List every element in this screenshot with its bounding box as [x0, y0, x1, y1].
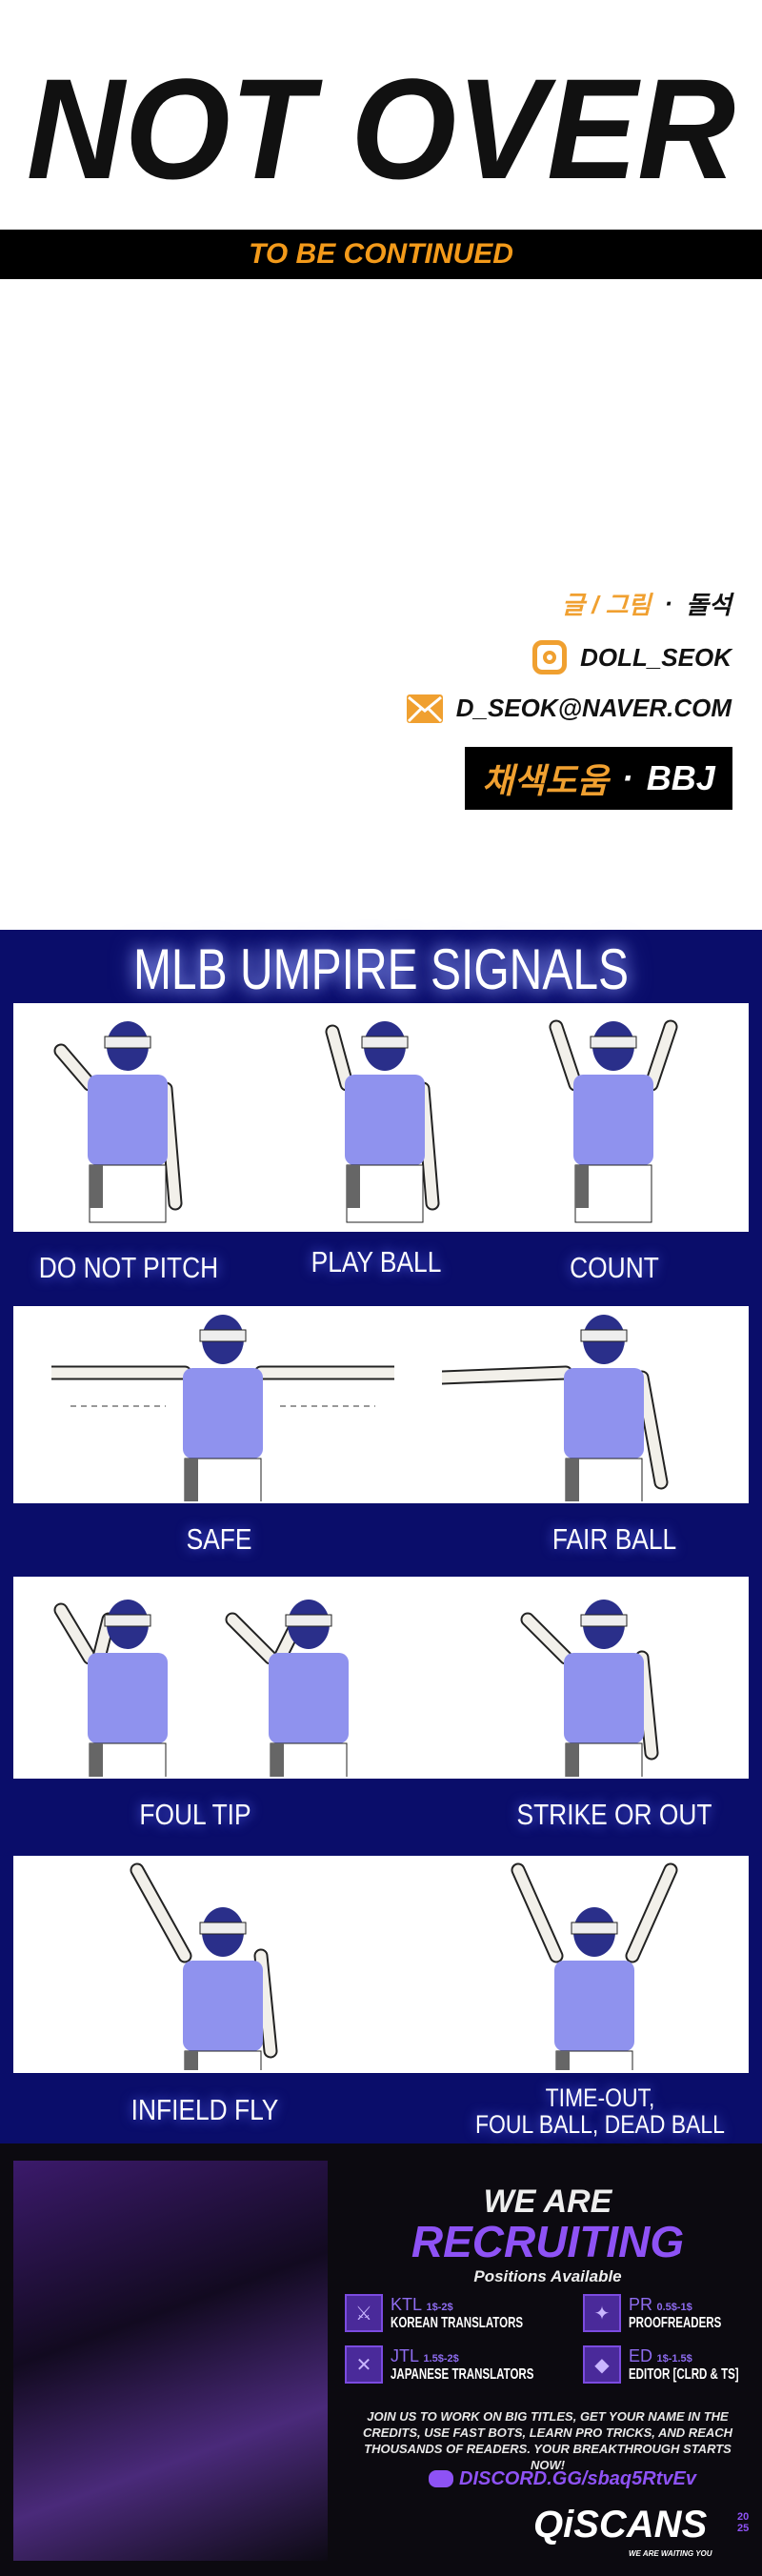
position-ktl: ⚔ KTL 1$-2$ KOREAN TRANSLATORS: [345, 2294, 574, 2332]
umpire-body: [53, 1021, 183, 1223]
label-strike-or-out: STRIKE OR OUT: [516, 1798, 712, 1831]
manhwa-collage-art: [13, 2161, 328, 2561]
brand-tagline: WE ARE WAITING YOU: [629, 2549, 712, 2558]
color-sep: ·: [621, 758, 633, 797]
recruit-line1: WE ARE: [483, 2184, 612, 2220]
umpire-do-not-pitch-figure: [53, 1021, 183, 1223]
email-address[interactable]: D_SEOK@NAVER.COM: [455, 694, 732, 722]
position-pay: 1$-1.5$: [656, 2352, 692, 2365]
color-label: 채색도움: [482, 761, 609, 800]
umpire-body: [130, 1862, 278, 2070]
comic-title: NOT OVER: [26, 49, 736, 209]
label-infield-fly: INFIELD FLY: [130, 2093, 279, 2126]
brand-year: 2025: [737, 2511, 750, 2534]
position-code: KTL: [391, 2294, 423, 2314]
umpire-time-out-figure: [511, 1862, 678, 2070]
mail-icon: [406, 694, 443, 723]
label-foul-tip: FOUL TIP: [139, 1798, 251, 1831]
discord-url[interactable]: DISCORD.GG/sbaq5RtvEv: [459, 2468, 696, 2489]
position-code: JTL: [391, 2345, 420, 2365]
email-credit: D_SEOK@NAVER.COM: [406, 694, 732, 723]
discord-icon: [429, 2470, 453, 2487]
position-code: PR: [629, 2294, 653, 2314]
position-pay: 0.5$-1$: [656, 2301, 692, 2313]
signals-panel-1: [13, 1003, 749, 1232]
umpire-body: [51, 1315, 394, 1501]
sword-icon: ⚔: [345, 2294, 383, 2332]
recruit-line2: RECRUITING: [411, 2217, 685, 2266]
umpire-body: [442, 1315, 669, 1501]
instagram-credit: DOLL_SEOK: [532, 640, 732, 674]
instagram-icon: [532, 640, 568, 674]
writer-sep: ·: [664, 589, 673, 617]
signals-title: MLB UMPIRE SIGNALS: [132, 937, 630, 1001]
label-time-out: TIME-OUT, FOUL BALL, DEAD BALL: [463, 2084, 738, 2138]
label-fair-ball: FAIR BALL: [551, 1522, 677, 1556]
label-count: COUNT: [570, 1251, 659, 1284]
umpire-safe-figure: [51, 1315, 394, 1501]
shield-icon: ◆: [583, 2345, 621, 2384]
color-name: BBJ: [646, 758, 715, 797]
signals-panel-3: [13, 1577, 749, 1779]
recruit-pitch: JOIN US TO WORK ON BIG TITLES, GET YOUR …: [362, 2409, 733, 2472]
label-time-out-line2: FOUL BALL, DEAD BALL: [475, 2110, 725, 2139]
umpire-fair-ball-figure: [442, 1315, 669, 1501]
position-pay: 1$-2$: [426, 2301, 453, 2313]
writer-credit: 글 / 그림 · 돌석: [562, 586, 732, 621]
to-be-continued: TO BE CONTINUED: [249, 238, 513, 270]
umpire-infield-fly-figure: [130, 1862, 278, 2070]
color-assist-credit: 채색도움 · BBJ: [465, 747, 732, 810]
umpire-body: [520, 1600, 659, 1777]
position-name: EDITOR [CLRD & TS]: [629, 2365, 739, 2383]
signals-panel-4: [13, 1856, 749, 2073]
umpire-body: [549, 1019, 678, 1223]
axes-icon: ✕: [345, 2345, 383, 2384]
position-name: JAPANESE TRANSLATORS: [391, 2365, 534, 2383]
label-do-not-pitch: DO NOT PITCH: [38, 1251, 219, 1284]
position-name: KOREAN TRANSLATORS: [391, 2314, 524, 2331]
umpire-foul-tip-figure: [53, 1600, 349, 1777]
umpire-count-figure: [549, 1019, 678, 1223]
instagram-handle[interactable]: DOLL_SEOK: [580, 642, 732, 672]
umpire-body: [325, 1021, 440, 1223]
position-pay: 1.5$-2$: [423, 2352, 459, 2365]
umpire-body: [53, 1600, 168, 1777]
position-pr: ✦ PR 0.5$-1$ PROOFREADERS: [583, 2294, 757, 2332]
emblem-icon: ✦: [583, 2294, 621, 2332]
discord-link[interactable]: DISCORD.GG/sbaq5RtvEv: [429, 2467, 696, 2490]
label-time-out-line1: TIME-OUT,: [545, 2083, 655, 2112]
position-jtl: ✕ JTL 1.5$-2$ JAPANESE TRANSLATORS: [345, 2345, 590, 2384]
umpire-body: [511, 1862, 678, 2070]
umpire-body: [225, 1600, 349, 1777]
position-name: PROOFREADERS: [629, 2314, 722, 2331]
signals-panel-2: [13, 1306, 749, 1503]
umpire-strike-figure: [520, 1600, 659, 1777]
subtitle-bar: [0, 230, 762, 279]
label-safe: SAFE: [186, 1522, 252, 1556]
positions-title: Positions Available: [473, 2267, 622, 2285]
position-ed: ◆ ED 1$-1.5$ EDITOR [CLRD & TS]: [583, 2345, 762, 2384]
brand-logo: QiSCANS: [533, 2504, 708, 2546]
position-code: ED: [629, 2345, 653, 2365]
label-play-ball: PLAY BALL: [311, 1245, 442, 1278]
writer-name: 돌석: [686, 591, 732, 619]
writer-label: 글 / 그림: [562, 591, 652, 619]
umpire-play-ball-figure: [325, 1021, 440, 1223]
